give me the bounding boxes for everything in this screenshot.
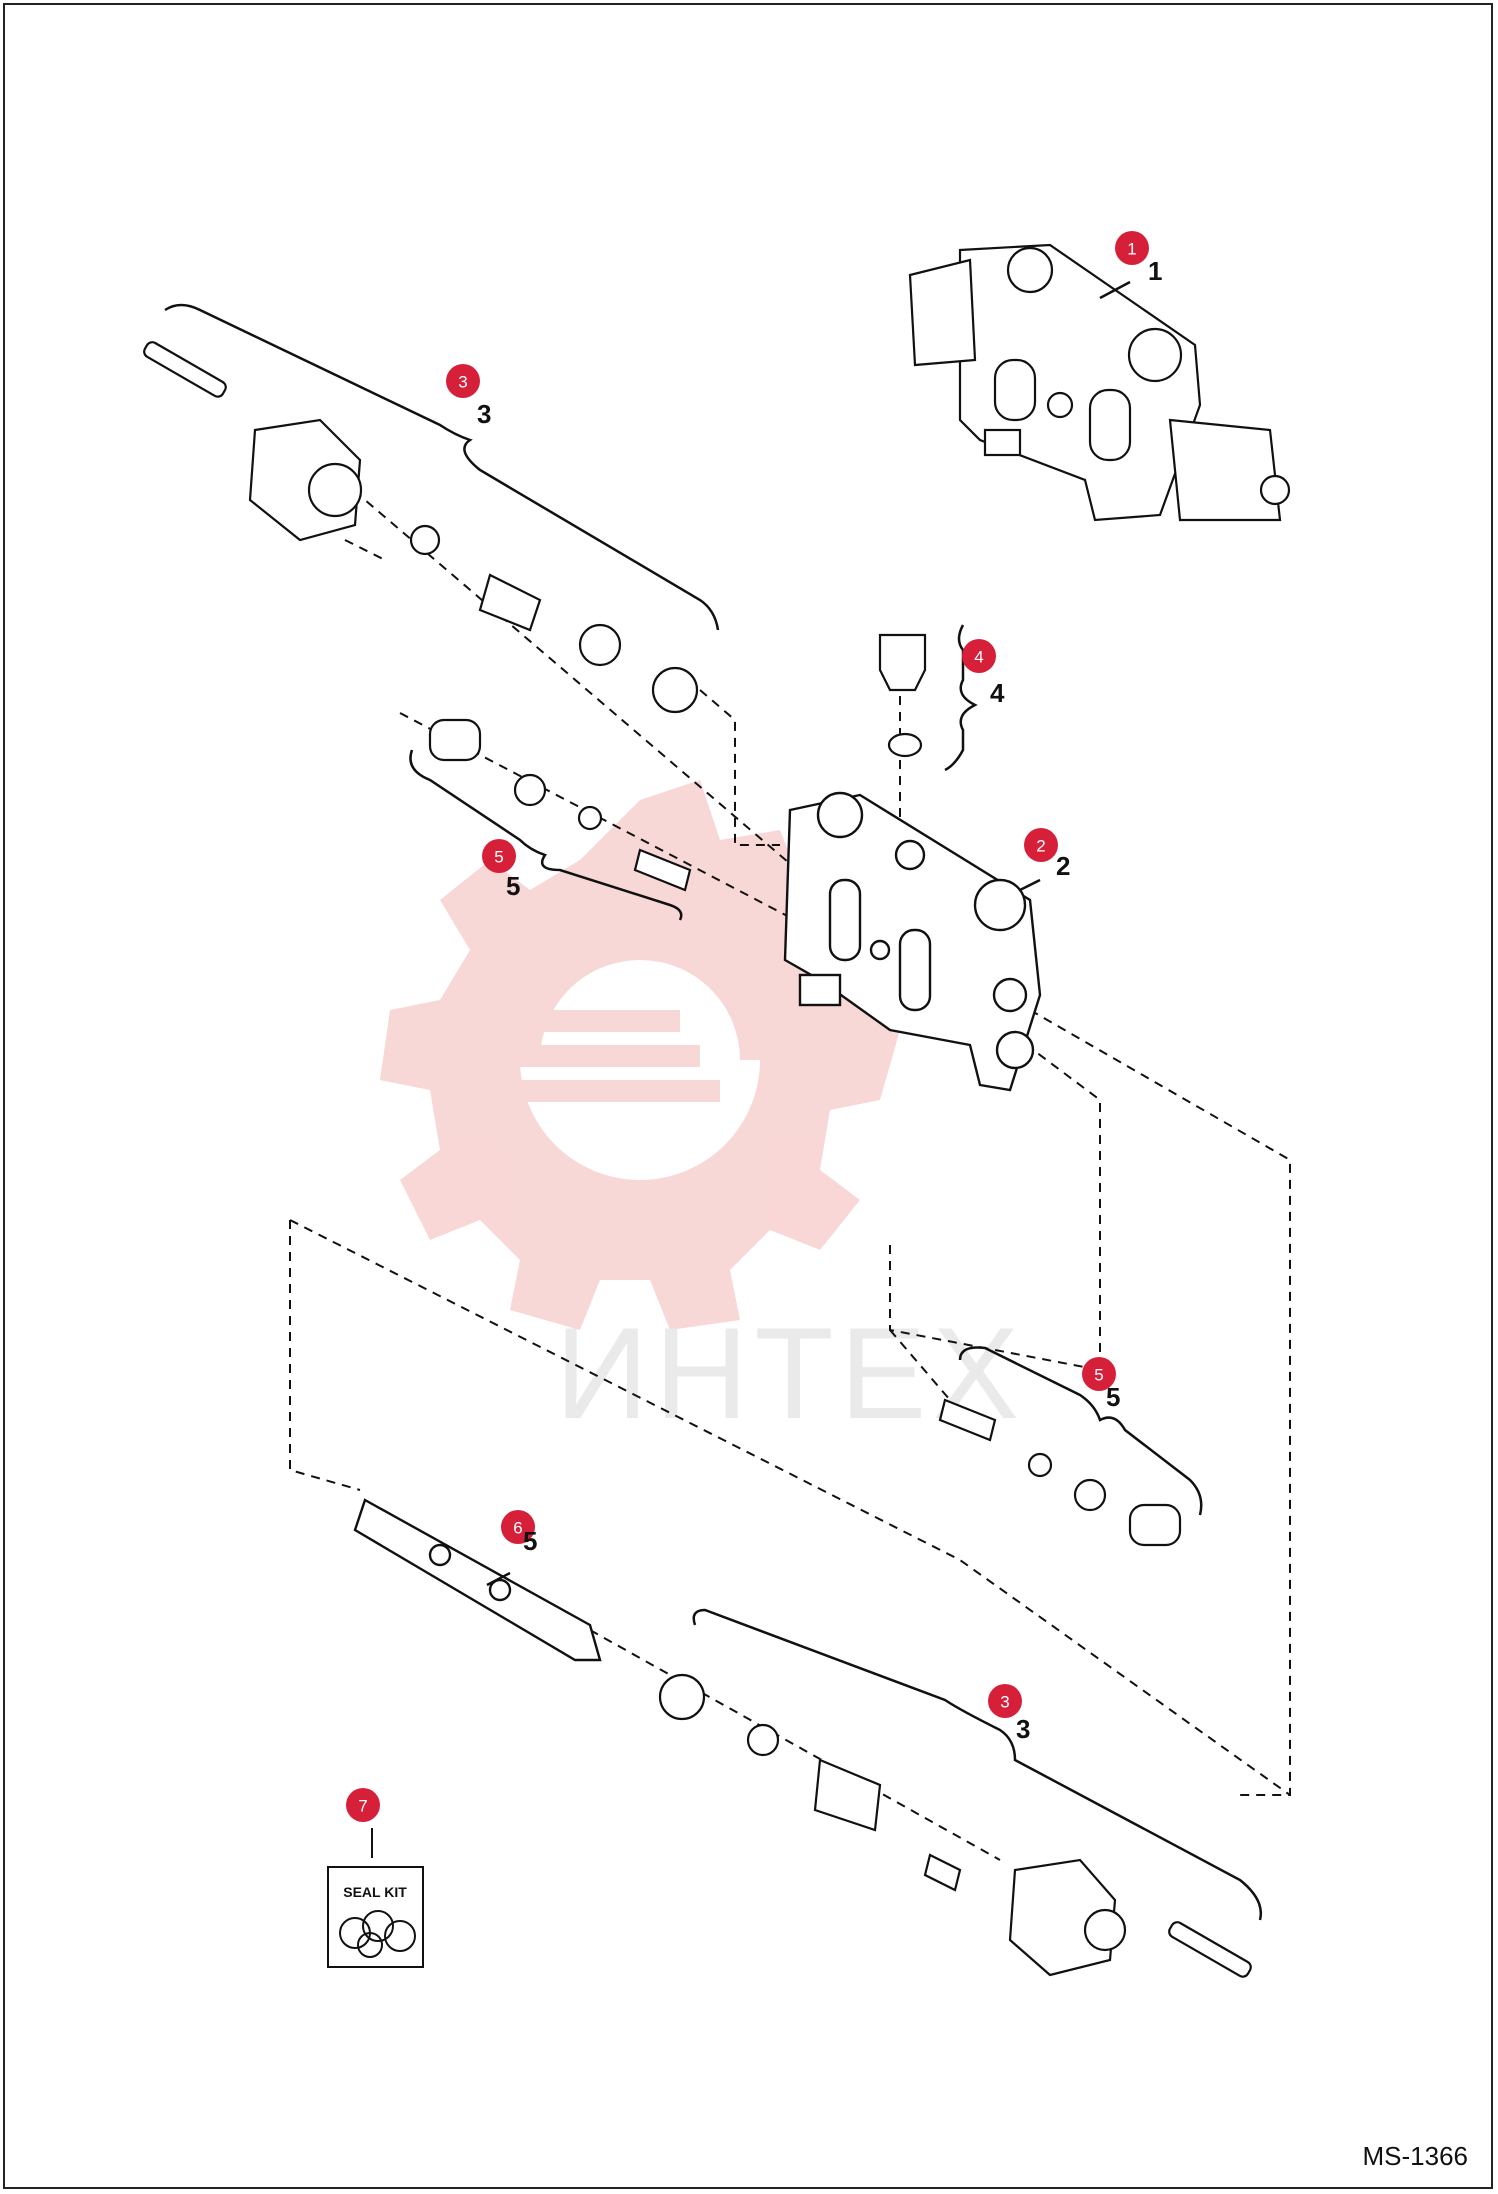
callout-6: 6 5 (501, 1510, 537, 1556)
svg-text:3: 3 (1000, 1693, 1009, 1712)
check-valve-group-right (938, 1398, 1182, 1547)
assembly-lines (289, 469, 1291, 1861)
svg-text:5: 5 (1106, 1382, 1120, 1412)
svg-text:3: 3 (1016, 1714, 1030, 1744)
drawing-frame (3, 3, 1493, 2189)
svg-text:5: 5 (494, 848, 503, 867)
svg-text:2: 2 (1056, 851, 1070, 881)
callout-5-right: 5 5 (1082, 1357, 1120, 1412)
leader-lines (486, 280, 1131, 1587)
relief-valve-group-bottom (658, 1673, 1252, 1978)
seal-kit-part: SEAL KIT (327, 1828, 424, 1968)
spool-part (353, 1498, 602, 1662)
svg-text:4: 4 (974, 648, 983, 667)
callout-7: 7 (346, 1788, 380, 1822)
svg-text:3: 3 (477, 399, 491, 429)
group-brackets (164, 303, 1263, 1921)
check-valve-group-left (428, 718, 692, 892)
svg-text:5: 5 (523, 1526, 537, 1556)
svg-text:5: 5 (506, 871, 520, 901)
drawing-code: MS-1366 (1362, 2141, 1469, 2171)
svg-text:1: 1 (1127, 240, 1136, 259)
seal-kit-label: SEAL KIT (343, 1884, 407, 1900)
callout-2: 2 2 (1024, 828, 1070, 881)
callout-3-bottom: 3 3 (988, 1684, 1030, 1744)
callout-4: 4 4 (962, 639, 1005, 708)
svg-text:5: 5 (1094, 1366, 1103, 1385)
svg-text:2: 2 (1036, 837, 1045, 856)
callout-5-left: 5 5 (482, 839, 520, 901)
svg-text:6: 6 (513, 1519, 522, 1538)
callout-3-top: 3 3 (446, 364, 491, 429)
svg-text:7: 7 (358, 1797, 367, 1816)
valve-assembly-part (908, 243, 1291, 522)
valve-section-part (783, 791, 1042, 1092)
svg-text:1: 1 (1148, 256, 1162, 286)
svg-text:3: 3 (458, 373, 467, 392)
callout-1: 1 1 (1115, 231, 1162, 286)
plug-part (878, 633, 927, 758)
relief-valve-group-top (143, 341, 699, 714)
svg-text:4: 4 (990, 678, 1005, 708)
